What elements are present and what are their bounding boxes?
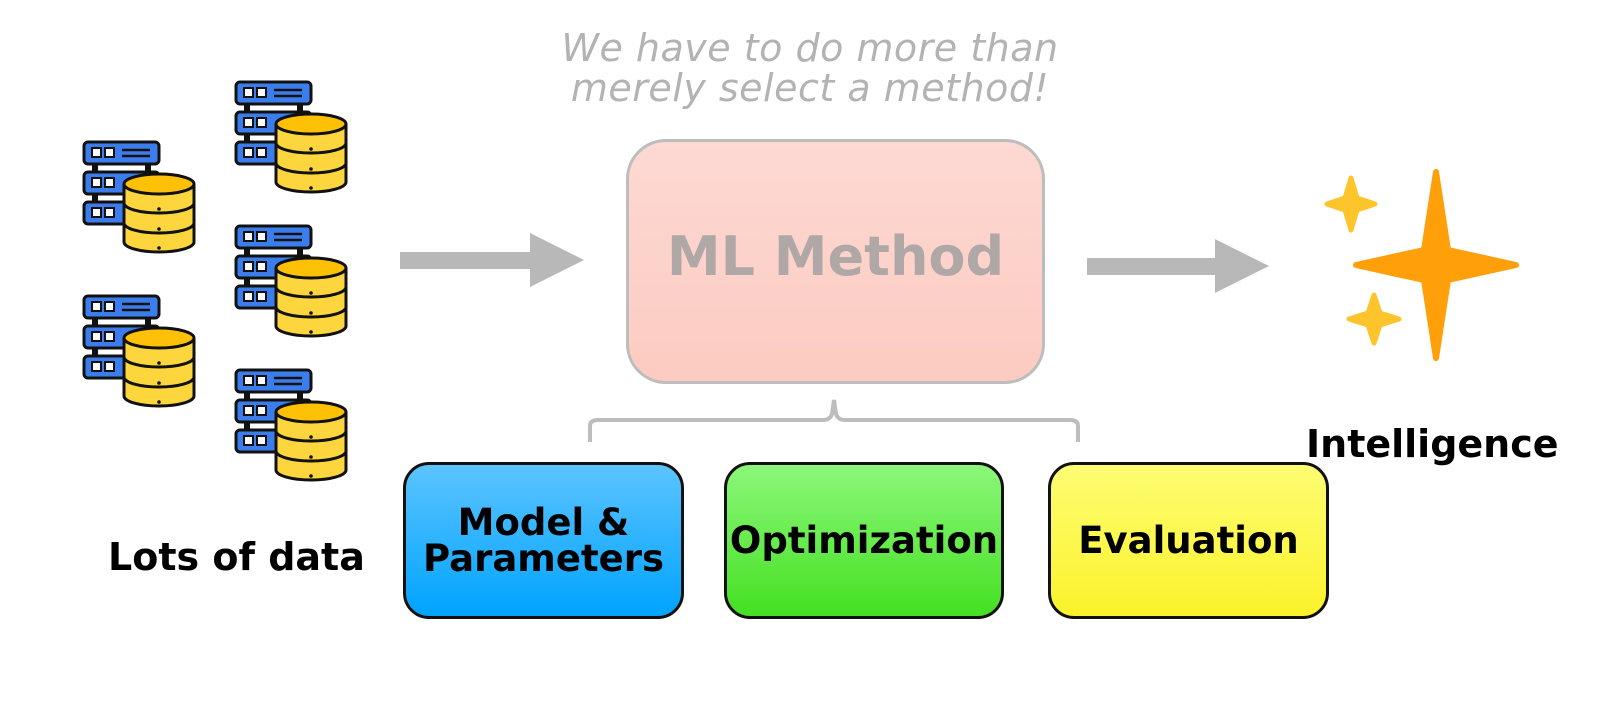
database-server-icon	[234, 368, 348, 482]
sparkles-icon	[1324, 169, 1519, 361]
intelligence-label: Intelligence	[1306, 422, 1559, 466]
annotation-note: We have to do more than merely select a …	[560, 28, 1060, 108]
evaluation-label: Evaluation	[1078, 518, 1299, 562]
ml-method-box: ML Method	[626, 139, 1045, 384]
model-parameters-label: Model & Parameters	[422, 500, 664, 580]
data-label: Lots of data	[108, 535, 365, 579]
optimization-box: Optimization	[724, 462, 1004, 619]
annotation-line-1: We have to do more than	[561, 26, 1059, 70]
ml-method-label: ML Method	[666, 225, 1005, 288]
input-arrow	[400, 233, 584, 287]
database-server-icon	[82, 294, 196, 408]
annotation-line-2: merely select a method!	[570, 66, 1050, 110]
model-label-line-1: Model &	[457, 500, 630, 544]
model-label-line-2: Parameters	[422, 536, 664, 580]
database-server-icon	[234, 224, 348, 338]
database-server-icon	[234, 80, 348, 194]
optimization-label: Optimization	[729, 518, 999, 562]
database-server-icon	[82, 140, 196, 254]
output-arrow	[1087, 239, 1269, 293]
evaluation-box: Evaluation	[1048, 462, 1329, 619]
components-brace	[588, 399, 1080, 442]
model-parameters-box: Model & Parameters	[403, 462, 684, 619]
